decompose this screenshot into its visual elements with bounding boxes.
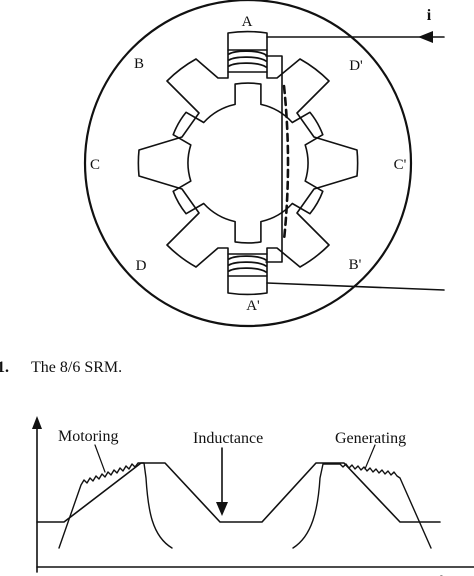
- flux-path-dashed: [282, 84, 290, 242]
- label-motoring: Motoring: [58, 428, 118, 445]
- waveform-plot: Motoring Inductance Generating θ: [32, 416, 474, 576]
- stator-outer-circle: [83, 0, 413, 328]
- coil-connection-wire: [265, 55, 283, 263]
- current-arrow: [418, 31, 433, 43]
- pole-label-a-prime: A': [246, 298, 260, 314]
- figure-caption-number: 1.: [0, 359, 9, 376]
- coil-a-prime: [227, 253, 268, 277]
- lead-wire-bottom: [266, 282, 445, 291]
- pole-label-b-prime: B': [349, 257, 362, 273]
- generating-current-waveform: [292, 463, 432, 549]
- coil-a: [227, 49, 268, 73]
- x-axis-label-fragment: θ: [438, 574, 445, 576]
- motoring-pointer: [94, 444, 106, 473]
- pole-label-c: C: [90, 157, 100, 173]
- pole-label-d-prime: D': [349, 58, 363, 74]
- generating-pointer: [364, 444, 376, 470]
- motoring-current-waveform: [58, 462, 173, 549]
- stator-inner-outline: [137, 30, 359, 296]
- pole-label-a: A: [242, 14, 253, 30]
- pole-label-d: D: [136, 258, 147, 274]
- inductance-profile: [36, 462, 441, 523]
- inductance-pointer-head: [216, 502, 228, 516]
- pole-label-c-prime: C': [394, 157, 407, 173]
- pole-label-b: B: [134, 56, 144, 72]
- figure-caption-text: The 8/6 SRM.: [31, 359, 122, 376]
- current-label: i: [427, 7, 432, 24]
- y-axis-arrow: [32, 416, 42, 429]
- label-inductance: Inductance: [193, 430, 263, 447]
- label-generating: Generating: [335, 430, 406, 447]
- srm-diagram: A A' B B' C C' D D' i: [83, 0, 445, 328]
- rotor-outline: [172, 82, 324, 244]
